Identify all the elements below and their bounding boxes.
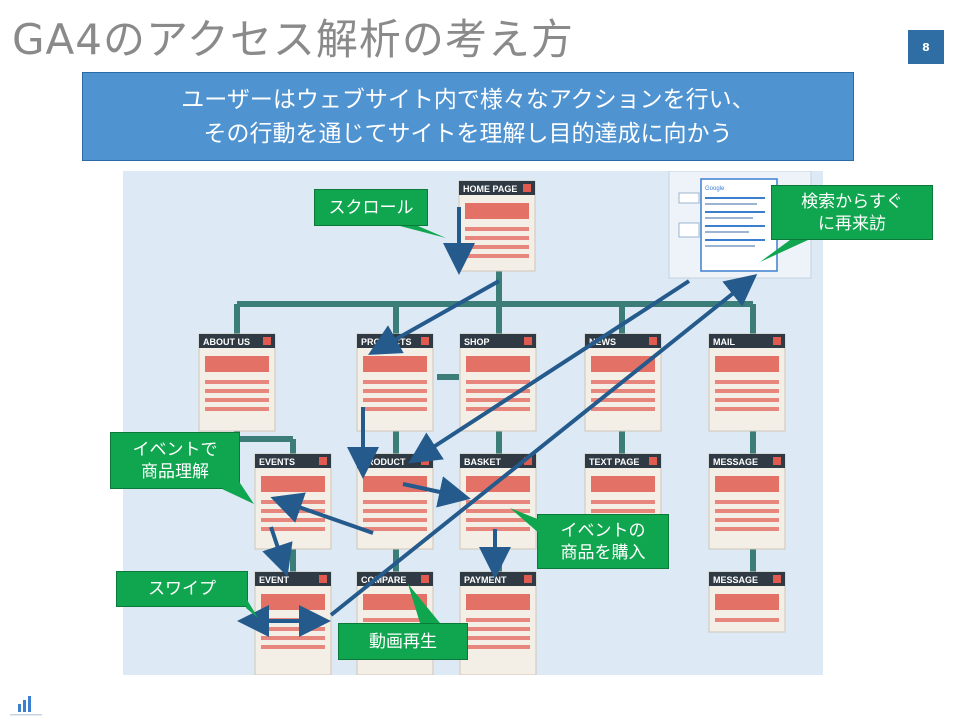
page-card-label: MESSAGE — [713, 457, 758, 467]
event-understand-line-2: 商品理解 — [141, 461, 209, 482]
page-card-label: TEXT PAGE — [589, 457, 639, 467]
swipe-callout: スワイプ — [116, 571, 248, 607]
page-number-badge: 8 — [908, 30, 944, 64]
home-to-products-arrow — [368, 279, 500, 355]
events-to-product-arrow — [270, 492, 374, 535]
video-callout: 動画再生 — [338, 623, 468, 660]
event-purchase-line-1: イベントの — [560, 520, 646, 541]
journey-arrows — [237, 207, 758, 637]
page-card-about: ABOUT US — [198, 333, 276, 432]
scroll-callout-text: スクロール — [328, 197, 414, 218]
page-card-home: HOME PAGE — [458, 180, 536, 272]
sitemap-diagram: HOME PAGE ABOUT US PRODUCTS SHOP NEWS MAIL EVE… — [123, 171, 823, 675]
page-card-products: PRODUCTS — [356, 333, 434, 432]
page-card-message1: MESSAGE — [708, 453, 786, 550]
page-card-label: NEWS — [589, 337, 616, 347]
scroll-callout: スクロール — [314, 189, 428, 226]
page-card-label: MESSAGE — [713, 575, 758, 585]
news-to-product-arrow — [408, 279, 691, 464]
page-card-payment: PAYMENT — [459, 571, 537, 675]
events-to-event-arrow — [262, 526, 293, 577]
page-card-product: PRODUCT — [356, 453, 434, 550]
event-purchase-callout: イベントの 商品を購入 — [537, 514, 669, 569]
product-to-basket-arrow — [402, 476, 471, 508]
search-brand-text: Google — [705, 186, 725, 192]
banner-line-2: その行動を通じてサイトを理解し目的達成に向かう — [203, 120, 733, 147]
page-card-message2: MESSAGE — [708, 571, 786, 633]
revisit-callout: 検索からすぐ に再来訪 — [771, 185, 933, 240]
page-card-events: EVENTS — [254, 453, 332, 550]
summary-banner: ユーザーはウェブサイト内で様々なアクションを行い、 その行動を通じてサイトを理解… — [82, 72, 854, 161]
page-card-label: EVENT — [259, 575, 290, 585]
event-understand-callout: イベントで 商品理解 — [110, 432, 240, 489]
revisit-callout-line-1: 検索からすぐ — [801, 191, 903, 212]
page-card-label: PAYMENT — [464, 575, 507, 585]
event-understand-line-1: イベントで — [132, 439, 218, 460]
page-card-label: MAIL — [713, 337, 735, 347]
revisit-callout-line-2: に再来訪 — [818, 213, 886, 234]
page-card-label: COMPARE — [361, 575, 406, 585]
page-card-mail: MAIL — [708, 333, 786, 432]
company-logo-icon — [10, 696, 42, 716]
page-card-shop: SHOP — [459, 333, 537, 432]
event-purchase-line-2: 商品を購入 — [560, 542, 646, 563]
page-card-label: BASKET — [464, 457, 502, 467]
page-card-label: HOME PAGE — [463, 184, 517, 194]
revisit-arrow — [329, 274, 758, 617]
page-card-label: SHOP — [464, 337, 490, 347]
banner-line-1: ユーザーはウェブサイト内で様々なアクションを行い、 — [181, 86, 755, 113]
page-card-label: PRODUCT — [361, 457, 406, 467]
page-card-label: ABOUT US — [203, 337, 250, 347]
page-title: GA4のアクセス解析の考え方 — [12, 15, 574, 64]
page-card-label: EVENTS — [259, 457, 295, 467]
video-callout-text: 動画再生 — [369, 631, 437, 652]
page-card-event: EVENT — [254, 571, 332, 675]
swipe-callout-text: スワイプ — [148, 579, 216, 599]
